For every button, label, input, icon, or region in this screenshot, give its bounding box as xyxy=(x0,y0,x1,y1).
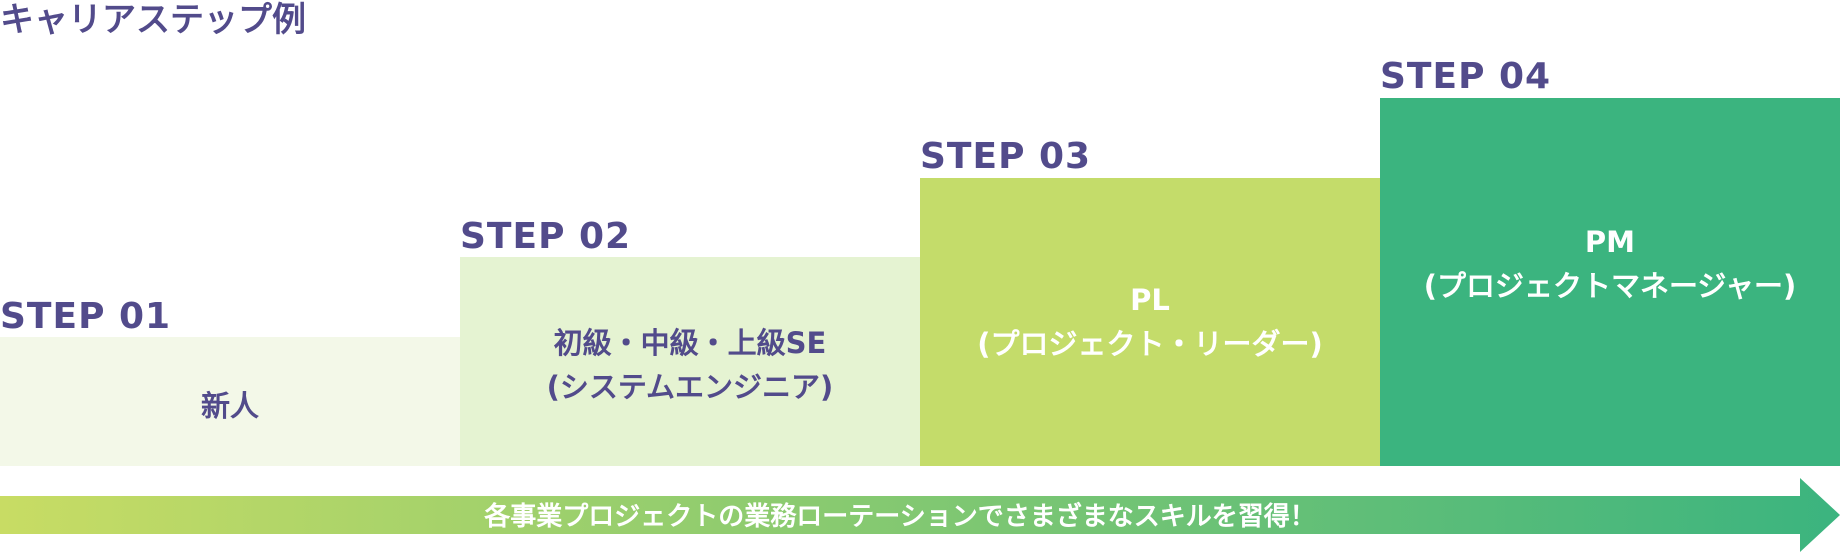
step-03-box: PL (プロジェクト・リーダー) xyxy=(920,178,1380,466)
step-01-label: STEP 01 xyxy=(0,296,172,337)
step-03-line-2: (プロジェクト・リーダー) xyxy=(977,327,1323,361)
step-02-label: STEP 02 xyxy=(460,216,632,257)
step-02-line-1: 初級・中級・上級SE xyxy=(553,325,827,360)
step-04-line-2: (プロジェクトマネージャー) xyxy=(1423,269,1797,303)
step-01-line-1: 新人 xyxy=(200,388,259,423)
arrow-caption: 各事業プロジェクトの業務ローテーションでさまざまなスキルを習得！ xyxy=(484,502,1316,532)
step-04-box: PM (プロジェクトマネージャー) xyxy=(1380,98,1840,466)
step-02-text: 初級・中級・上級SE (システムエンジニア) xyxy=(547,321,834,409)
step-03-line-1: PL xyxy=(1130,283,1170,317)
step-04-label: STEP 04 xyxy=(1380,56,1552,97)
step-01-text: 新人 xyxy=(201,384,259,428)
step-02-line-2: (システムエンジニア) xyxy=(546,369,834,404)
page-title: キャリアステップ例 xyxy=(0,0,306,40)
step-01-box: 新人 xyxy=(0,337,460,466)
step-03-text: PL (プロジェクト・リーダー) xyxy=(977,278,1323,366)
step-04-line-1: PM xyxy=(1584,225,1636,259)
step-02-box: 初級・中級・上級SE (システムエンジニア) xyxy=(460,257,920,466)
step-04-text: PM (プロジェクトマネージャー) xyxy=(1424,220,1796,308)
arrow-shape xyxy=(0,478,1840,552)
progress-arrow: 各事業プロジェクトの業務ローテーションでさまざまなスキルを習得！ xyxy=(0,478,1840,552)
step-03-label: STEP 03 xyxy=(920,136,1092,177)
